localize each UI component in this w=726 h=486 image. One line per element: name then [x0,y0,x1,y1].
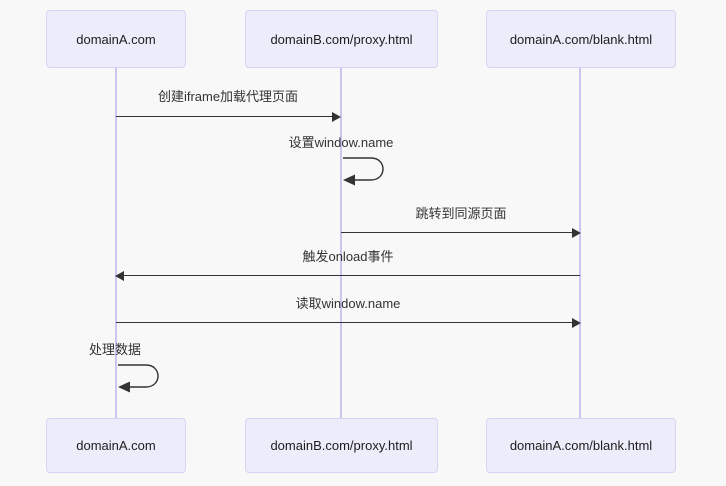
message-arrowhead-create-iframe [332,112,341,122]
actor-label-top-domaina: domainA.com [76,31,156,47]
message-line-read-window-name [116,322,572,323]
message-label-read-window-name: 读取window.name [295,296,401,311]
message-line-create-iframe [116,116,332,117]
lifeline-domainb-proxy [340,68,342,418]
message-line-trigger-onload [124,275,580,276]
actor-box-top-domaina-blank[interactable]: domainA.com/blank.html [486,10,676,68]
actor-box-bottom-domaina[interactable]: domainA.com [46,418,186,473]
lifeline-domaina [115,68,117,418]
actor-label-bottom-domaina-blank: domainA.com/blank.html [509,438,653,453]
message-arrowhead-jump-same-origin [572,228,581,238]
message-arrowhead-trigger-onload [115,271,124,281]
actor-label-bottom-domainb-proxy: domainB.com/proxy.html [270,438,413,453]
actor-box-bottom-domainb-proxy[interactable]: domainB.com/proxy.html [245,418,438,473]
message-label-trigger-onload: 触发onload事件 [302,249,394,264]
message-label-jump-same-origin: 跳转到同源页面 [415,206,507,221]
message-selfloop-process-data [118,364,159,393]
actor-box-top-domaina[interactable]: domainA.com [46,10,186,68]
actor-label-top-domainb-proxy: domainB.com/proxy.html [270,31,413,47]
lifeline-domaina-blank [579,68,581,418]
actor-box-bottom-domaina-blank[interactable]: domainA.com/blank.html [486,418,676,473]
message-label-create-iframe: 创建iframe加载代理页面 [157,89,299,104]
message-label-process-data: 处理数据 [88,342,142,357]
message-arrowhead-read-window-name [572,318,581,328]
message-line-jump-same-origin [341,232,572,233]
actor-label-top-domaina-blank: domainA.com/blank.html [509,31,653,47]
message-selfloop-set-window-name [343,157,384,186]
actor-label-bottom-domaina: domainA.com [76,438,156,453]
actor-box-top-domainb-proxy[interactable]: domainB.com/proxy.html [245,10,438,68]
message-label-set-window-name: 设置window.name [288,135,394,150]
